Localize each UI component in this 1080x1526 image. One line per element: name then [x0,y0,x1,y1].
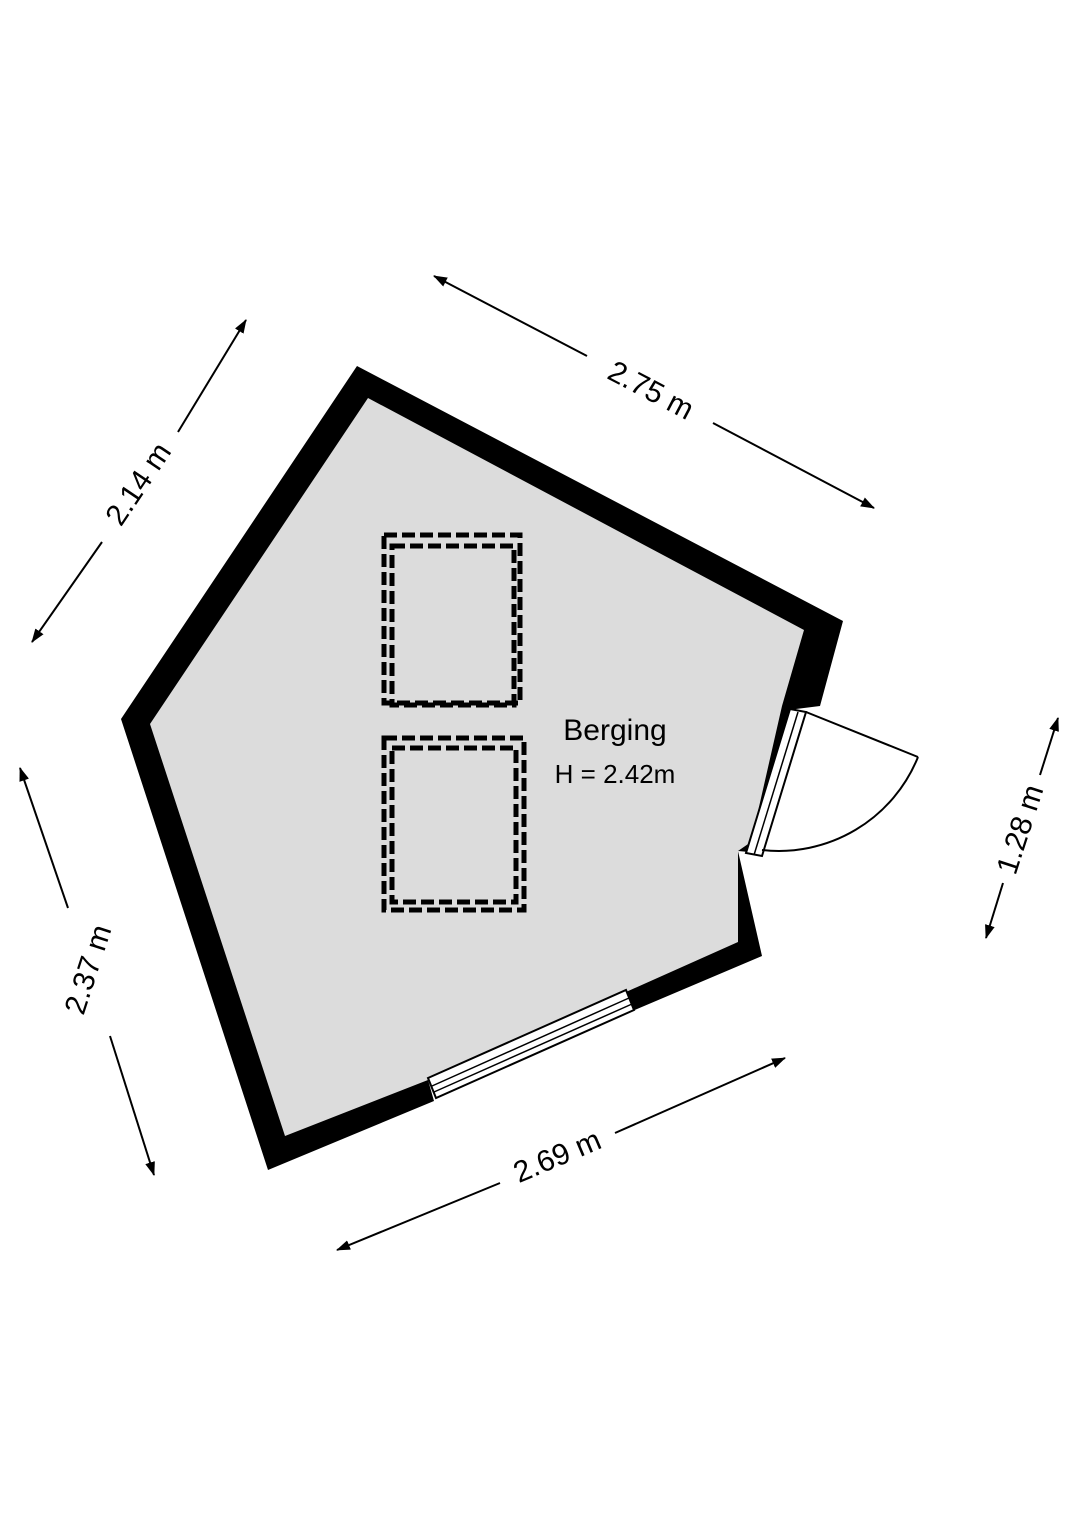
dimension-lower-left-label: 2.37 m [59,921,119,1018]
storage-box-upper [381,532,523,708]
dimension-top-label: 2.75 m [602,355,699,427]
room-height: H = 2.42m [555,759,676,789]
dimension-lower-left: 2.37 m [19,767,155,1176]
dimension-right: 1.28 m [985,717,1059,939]
door [744,707,919,858]
storage-box-lower [381,735,527,913]
window [426,988,636,1100]
dimension-right-label: 1.28 m [991,781,1051,878]
dimension-upper-left-label: 2.14 m [99,437,178,531]
room-name: Berging [563,714,666,747]
room-floor [150,398,804,1136]
dimension-bottom-label: 2.69 m [509,1123,606,1189]
